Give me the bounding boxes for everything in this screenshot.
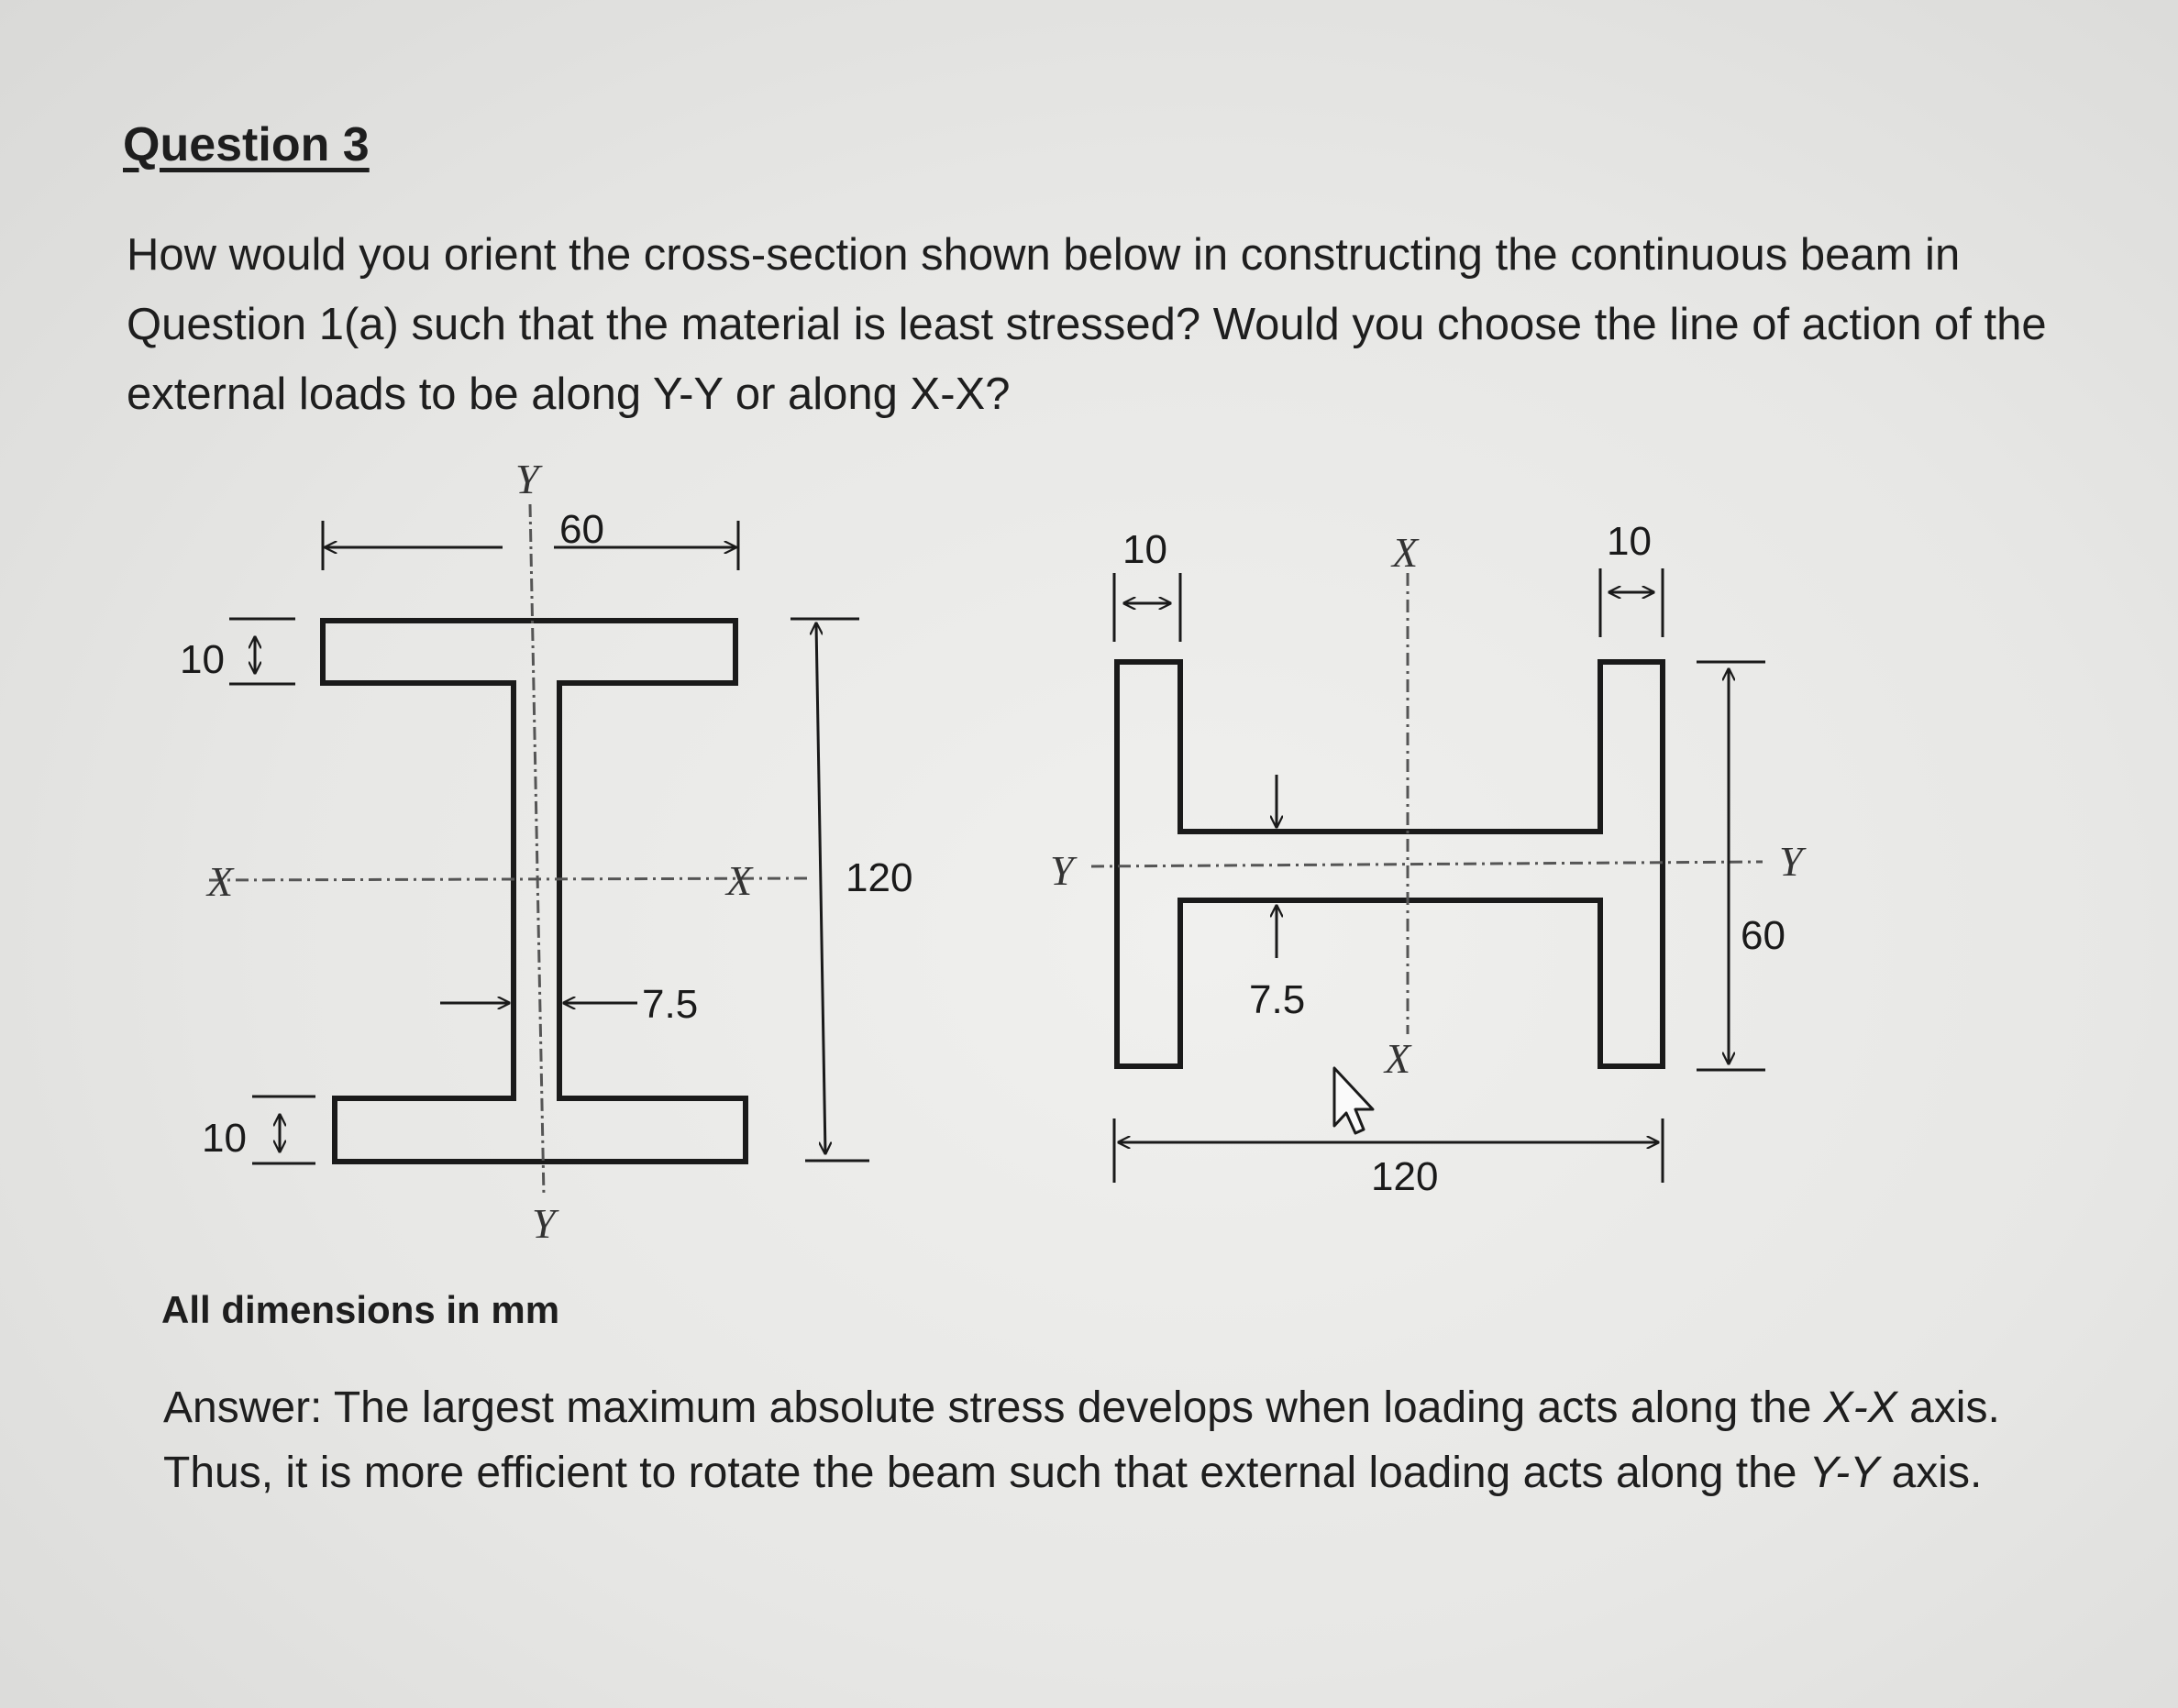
- web-thickness-label: 7.5: [642, 982, 698, 1027]
- answer-part-1: Answer: The largest maximum absolute str…: [163, 1383, 1824, 1432]
- i-section: Y Y X X 60 10 10 120 7.5: [180, 456, 912, 1247]
- dimensions-note: All dimensions in mm: [161, 1288, 560, 1331]
- h-section: X X Y Y 10 10 7.5 60 120: [1050, 519, 1807, 1199]
- question-title: Question 3: [123, 118, 370, 171]
- x-axis-line: [208, 876, 808, 882]
- h-web-thickness-label: 7.5: [1249, 977, 1305, 1022]
- y-axis-line-horizontal: [1090, 860, 1763, 868]
- top-flange-thickness-label: 10: [180, 637, 225, 682]
- bottom-flange-thickness-label: 10: [202, 1116, 247, 1161]
- cursor-icon: [1332, 1066, 1375, 1135]
- i-section-outline: [320, 618, 748, 1164]
- left-flange-thickness-label: 10: [1122, 527, 1167, 572]
- x-axis-label-left: X: [205, 858, 235, 905]
- y-axis-label-bottom: Y: [532, 1200, 559, 1247]
- answer-axis-1: X-X: [1823, 1383, 1897, 1432]
- flange-width-label: 60: [559, 507, 604, 552]
- x-axis-label-bottom: X: [1383, 1035, 1412, 1082]
- answer-text: Answer: The largest maximum absolute str…: [163, 1375, 2052, 1505]
- question-text: How would you orient the cross-section s…: [127, 230, 2047, 419]
- depth-label: 120: [846, 855, 912, 900]
- right-flange-thickness-label: 10: [1607, 519, 1652, 564]
- h-width-label: 120: [1371, 1154, 1438, 1199]
- y-axis-line: [528, 503, 546, 1197]
- y-axis-label-left: Y: [1050, 847, 1078, 894]
- answer-part-3: axis.: [1879, 1449, 1983, 1497]
- h-section-outline: [1114, 659, 1665, 1069]
- x-axis-label-right: X: [724, 857, 754, 904]
- answer-axis-2: Y-Y: [1808, 1449, 1880, 1497]
- answer-part-2: axis. Thus, it is more efficient to rota…: [163, 1383, 2000, 1497]
- y-axis-label-top: Y: [515, 456, 543, 502]
- x-axis-label-top: X: [1390, 529, 1420, 576]
- y-axis-label-right: Y: [1779, 838, 1807, 885]
- depth-dim: [816, 623, 825, 1153]
- h-depth-label: 60: [1741, 913, 1786, 958]
